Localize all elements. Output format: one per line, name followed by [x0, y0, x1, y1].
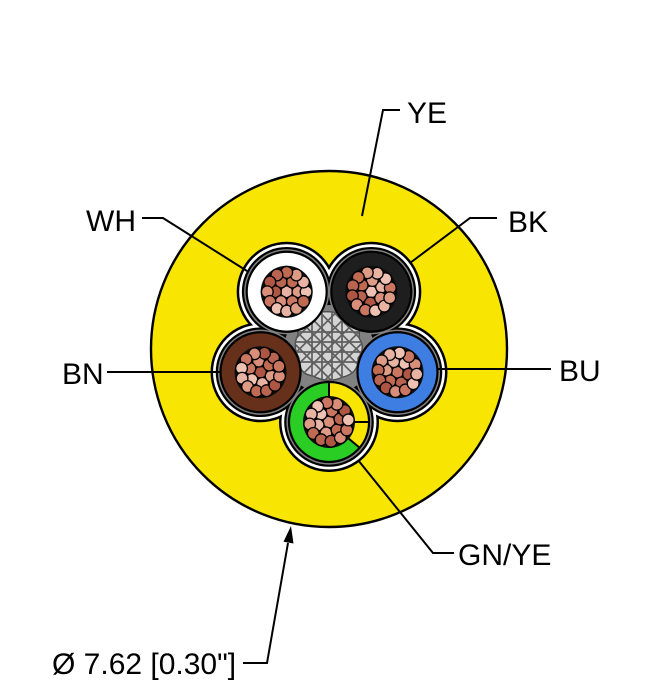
conductor-brown	[219, 331, 302, 414]
label-bu: BU	[559, 355, 601, 388]
dimension-leader	[243, 542, 289, 664]
conductor-bundle	[210, 241, 448, 472]
copper-strand	[410, 367, 424, 381]
label-wh: WH	[86, 205, 136, 238]
conductor-blue	[356, 331, 439, 414]
label-bk: BK	[508, 206, 548, 239]
conductor-white	[245, 250, 328, 333]
dimension-label: Ø 7.62 [0.30"]	[52, 648, 236, 681]
leader-gnye	[357, 459, 454, 554]
label-gnye: GN/YE	[458, 539, 551, 572]
leader-ye	[361, 109, 400, 217]
leader-bk	[409, 217, 497, 264]
label-bn: BN	[62, 358, 104, 391]
dimension-arrowhead	[283, 526, 294, 544]
label-ye: YE	[407, 97, 447, 130]
labels: YE WH BK BN BU GN/YE Ø 7.62 [0.30"]	[52, 97, 601, 681]
copper-strand	[272, 359, 286, 373]
leader-lines	[107, 109, 551, 664]
copper-strand	[341, 413, 355, 427]
conductor-black	[330, 250, 413, 333]
copper-strand	[383, 291, 397, 305]
copper-strand	[296, 294, 311, 309]
leader-wh	[142, 217, 248, 272]
conductor-green-yellow	[287, 380, 371, 464]
